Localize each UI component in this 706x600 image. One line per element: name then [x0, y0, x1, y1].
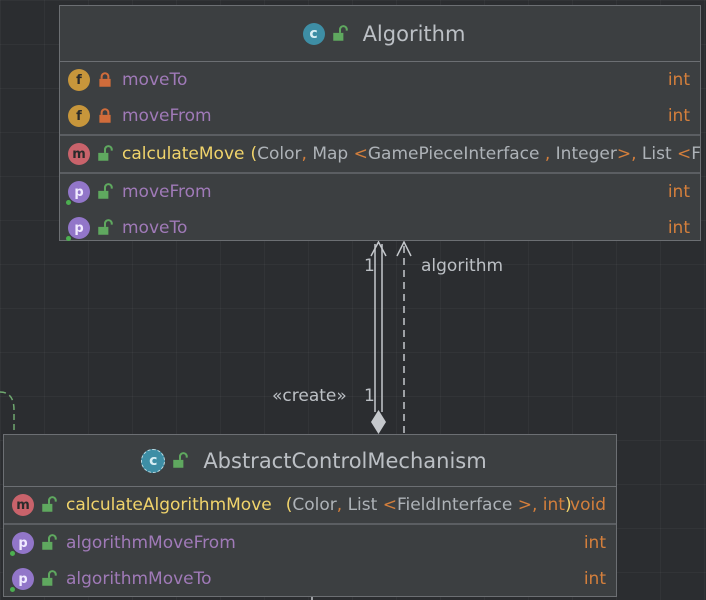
method-icon: m	[68, 143, 90, 165]
public-visibility-icon	[42, 570, 57, 586]
method-signature: (Color, List <FieldInterface >, int)	[286, 495, 572, 515]
method-name: calculateAlgorithmMove	[66, 495, 272, 515]
field-name: moveFrom	[122, 106, 212, 126]
private-lock-icon	[99, 72, 111, 87]
field-name: moveTo	[122, 70, 188, 90]
dependency-connector	[396, 240, 412, 435]
class-icon: c	[302, 22, 325, 45]
property-name: algorithmMoveFrom	[66, 533, 236, 553]
sig-open-paren: (	[250, 144, 258, 164]
property-type: int	[583, 533, 606, 553]
sig-type-fieldinterface: FieldInterface	[396, 495, 513, 515]
algorithm-class-name: Algorithm	[362, 21, 466, 46]
property-icon: p	[66, 217, 90, 241]
property-type: int	[583, 569, 606, 589]
sig-gt: >	[517, 495, 532, 515]
method-row-calculateAlgorithmMove[interactable]: m calculateAlgorithmMove (Color, List <F…	[4, 487, 616, 523]
public-visibility-icon	[332, 24, 348, 41]
sig-param-color: Color	[257, 144, 302, 164]
field-row-moveTo[interactable]: f moveTo int	[60, 62, 700, 98]
bottom-multiplicity-label: 1	[364, 386, 375, 406]
public-visibility-icon	[98, 183, 113, 199]
method-name: calculateMove	[122, 144, 245, 164]
public-visibility-icon	[42, 496, 57, 512]
algorithm-class-box[interactable]: c Algorithm f moveTo int f moveFrom int …	[59, 5, 701, 241]
field-type: int	[667, 70, 690, 90]
sig-lt: <	[677, 144, 692, 164]
sig-comma: ,	[301, 144, 307, 164]
field-icon: f	[68, 69, 90, 91]
sig-lt: <	[353, 144, 368, 164]
sig-open-paren: (	[285, 495, 293, 515]
sig-comma: ,	[531, 495, 538, 515]
property-icon: p	[10, 532, 34, 556]
abstract-class-icon: c	[141, 448, 166, 473]
public-visibility-icon	[98, 219, 113, 235]
sig-param-map: Map	[312, 144, 349, 164]
create-stereotype-label: «create»	[272, 386, 347, 406]
sig-gt: >	[616, 144, 632, 164]
property-row-moveTo[interactable]: p moveTo int	[60, 210, 700, 246]
property-type: int	[667, 182, 690, 202]
sig-type-gamepiece: GamePieceInterface	[367, 144, 540, 164]
property-row-moveFrom[interactable]: p moveFrom int	[60, 172, 700, 210]
property-name: algorithmMoveTo	[66, 569, 212, 589]
field-icon: f	[68, 105, 90, 127]
public-visibility-icon	[173, 451, 189, 468]
left-dashed-connector	[0, 391, 15, 436]
public-visibility-icon	[98, 145, 113, 161]
property-icon: p	[10, 568, 34, 592]
property-name: moveFrom	[122, 182, 212, 202]
sig-lt: <	[382, 495, 397, 515]
sig-param-color: Color	[292, 495, 337, 515]
method-signature: (Color, Map <GamePieceInterface , Intege…	[250, 144, 700, 164]
acm-class-name: AbstractControlMechanism	[203, 448, 487, 473]
top-multiplicity-label: 1	[364, 256, 375, 276]
sig-comma: ,	[336, 495, 343, 515]
private-lock-icon	[99, 108, 111, 123]
sig-param-int: int	[542, 495, 565, 515]
sig-comma: ,	[544, 144, 551, 164]
method-return-type: void	[570, 495, 606, 515]
abstract-control-mechanism-class-box[interactable]: c AbstractControlMechanism m calculateAl…	[3, 434, 617, 597]
algorithm-role-label: algorithm	[421, 256, 504, 276]
sig-param-list: List	[347, 495, 378, 515]
sig-type-field-truncated: Fie	[691, 144, 700, 164]
property-type: int	[667, 218, 690, 238]
method-row-calculateMove[interactable]: m calculateMove (Color, Map <GamePieceIn…	[60, 134, 700, 172]
sig-close-paren: )	[564, 495, 572, 515]
field-row-moveFrom[interactable]: f moveFrom int	[60, 98, 700, 134]
public-visibility-icon	[42, 534, 57, 550]
composition-diamond	[371, 410, 386, 434]
acm-class-header[interactable]: c AbstractControlMechanism	[4, 435, 616, 487]
property-row-algorithmMoveFrom[interactable]: p algorithmMoveFrom int	[4, 523, 616, 561]
property-icon: p	[66, 181, 90, 205]
sig-param-list: List	[641, 144, 672, 164]
property-row-algorithmMoveTo[interactable]: p algorithmMoveTo int	[4, 561, 616, 597]
method-icon: m	[12, 494, 34, 516]
algorithm-class-header[interactable]: c Algorithm	[60, 6, 700, 62]
field-type: int	[667, 106, 690, 126]
property-name: moveTo	[122, 218, 188, 238]
sig-comma: ,	[631, 144, 637, 164]
sig-type-integer: Integer	[555, 144, 617, 164]
